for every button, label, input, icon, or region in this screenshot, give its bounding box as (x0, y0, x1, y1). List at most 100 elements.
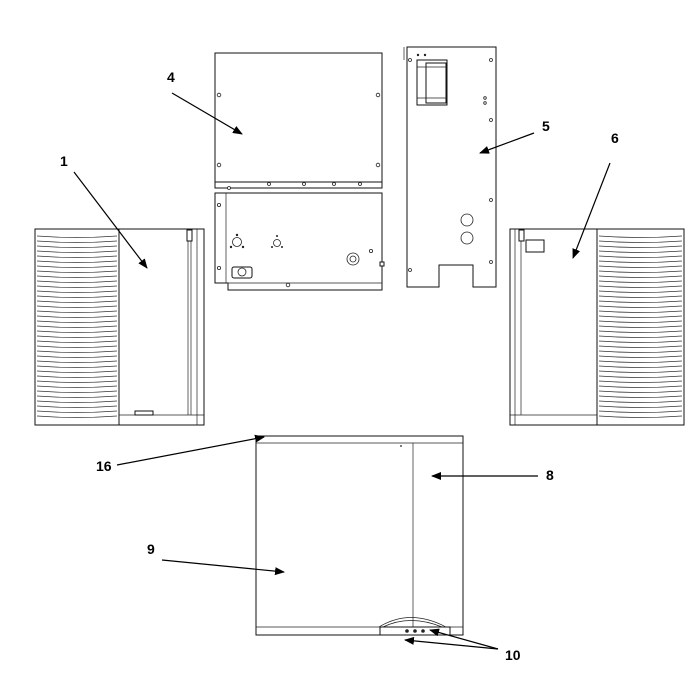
leader-4 (171, 92, 243, 135)
grill-slat (598, 285, 683, 288)
grill-slat (36, 280, 118, 283)
grill-slat (598, 275, 683, 278)
grill-slat (36, 370, 118, 373)
grill-slat (36, 265, 118, 268)
grill-slat (598, 385, 683, 388)
grill-slat (36, 275, 118, 278)
grill-slat (598, 410, 683, 413)
grill-slat (36, 250, 118, 253)
callout-5: 5 (542, 118, 550, 134)
grill-slat (36, 365, 118, 368)
grill-slat (36, 310, 118, 313)
callout-labels: 1 4 5 6 8 9 10 16 (60, 69, 619, 663)
grill-slat (36, 240, 118, 243)
grill-slat (598, 360, 683, 363)
grill-slat (36, 320, 118, 323)
part-5-service-panel (403, 46, 497, 288)
part-4-lower-panel (214, 186, 385, 291)
grill-slat (598, 400, 683, 403)
callout-9: 9 (147, 541, 155, 557)
grill-slat (36, 340, 118, 343)
grill-slat (598, 280, 683, 283)
callout-1: 1 (60, 153, 68, 169)
grill-slat (36, 380, 118, 383)
leader-9 (161, 559, 285, 576)
grill-slat (36, 325, 118, 328)
part-9-front-panel (255, 435, 464, 636)
leader-10b (429, 628, 499, 650)
grill-slat (36, 360, 118, 363)
grill-slat (598, 345, 683, 348)
grill-slat (36, 295, 118, 298)
grill-slat (36, 345, 118, 348)
grill-slat (598, 265, 683, 268)
grill-slat (36, 395, 118, 398)
grill-slat (598, 245, 683, 248)
grill-slat (36, 355, 118, 358)
grill-slat (598, 325, 683, 328)
grill-slat (598, 315, 683, 318)
grill-slat (598, 370, 683, 373)
leader-lines (73, 92, 611, 650)
grill-slat (36, 235, 118, 238)
grill-slat (36, 305, 118, 308)
grill-slat (36, 390, 118, 393)
callout-8: 8 (546, 467, 554, 483)
grill-slat (598, 390, 683, 393)
grill-slat (598, 355, 683, 358)
grill-slat (598, 255, 683, 258)
leader-5 (479, 132, 535, 154)
grill-slat (598, 310, 683, 313)
grill-slat (36, 290, 118, 293)
right-coil-grill (598, 235, 683, 418)
grill-slat (598, 305, 683, 308)
part-6-right-side-panel (509, 228, 685, 426)
grill-slat (598, 235, 683, 238)
callout-10: 10 (505, 647, 521, 663)
grill-slat (36, 330, 118, 333)
callout-6: 6 (611, 130, 619, 146)
grill-slat (598, 335, 683, 338)
callout-16: 16 (96, 458, 112, 474)
grill-slat (598, 250, 683, 253)
leader-1 (73, 171, 148, 269)
leader-6 (572, 162, 611, 259)
grill-slat (36, 410, 118, 413)
grill-slat (598, 270, 683, 273)
grill-slat (598, 300, 683, 303)
grill-slat (36, 400, 118, 403)
grill-slat (36, 415, 118, 418)
grill-slat (598, 350, 683, 353)
grill-slat (36, 260, 118, 263)
grill-slat (598, 290, 683, 293)
part-4-top-panel (214, 52, 383, 189)
grill-slat (598, 340, 683, 343)
grill-slat (598, 330, 683, 333)
grill-slat (598, 380, 683, 383)
callout-4: 4 (167, 69, 175, 85)
grill-slat (36, 270, 118, 273)
grill-slat (36, 315, 118, 318)
grill-slat (598, 365, 683, 368)
grill-slat (36, 255, 118, 258)
grill-slat (598, 415, 683, 418)
grill-slat (36, 350, 118, 353)
grill-slat (598, 395, 683, 398)
leader-16 (116, 434, 265, 466)
grill-slat (36, 335, 118, 338)
grill-slat (598, 405, 683, 408)
left-coil-grill (36, 235, 118, 418)
grill-slat (598, 240, 683, 243)
grill-slat (36, 300, 118, 303)
grill-slat (36, 285, 118, 288)
grill-slat (36, 405, 118, 408)
grill-slat (598, 375, 683, 378)
grill-slat (36, 245, 118, 248)
grill-slat (36, 375, 118, 378)
grill-slat (598, 295, 683, 298)
part-1-left-side-panel (34, 228, 205, 426)
grill-slat (36, 385, 118, 388)
grill-slat (598, 320, 683, 323)
